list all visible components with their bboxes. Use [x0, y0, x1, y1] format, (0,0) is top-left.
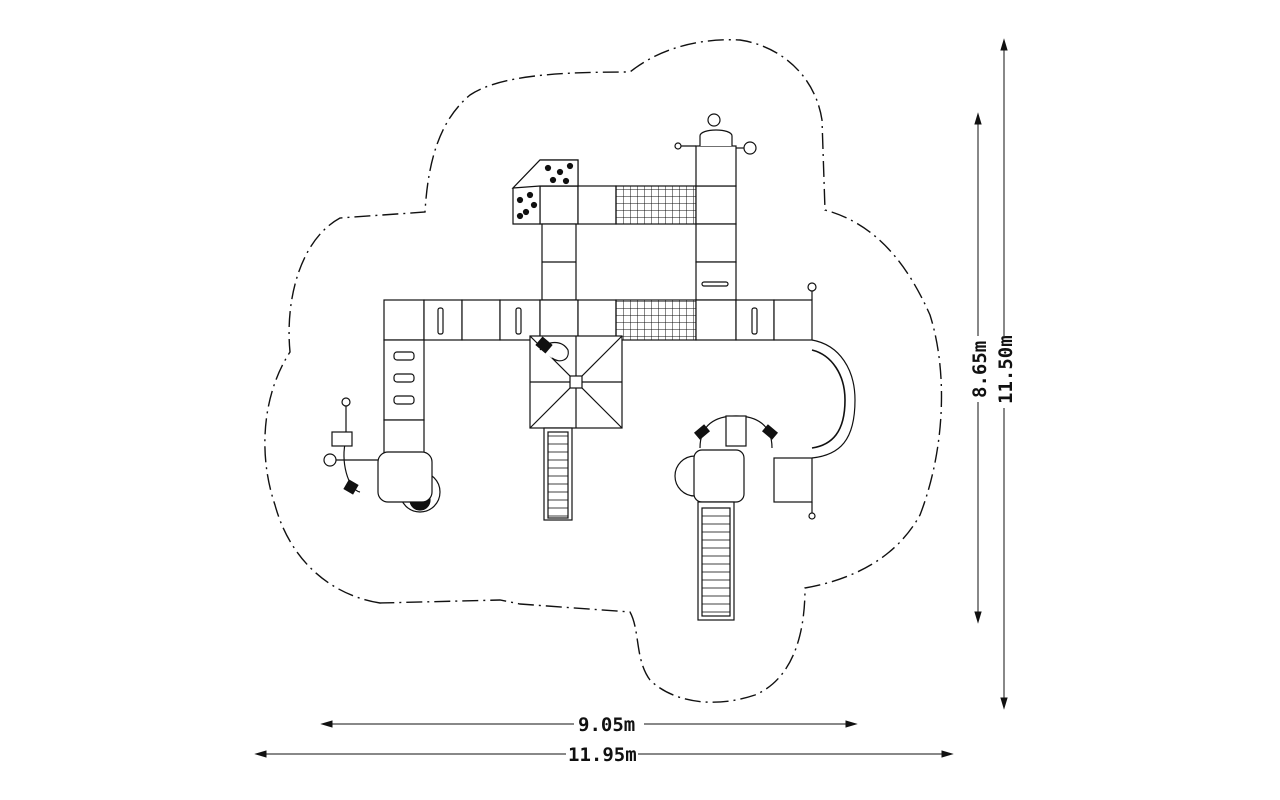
right-slide: [697, 501, 735, 621]
climbing-block: [511, 159, 579, 225]
curved-tunnel: [811, 339, 856, 459]
central-slide: [543, 427, 573, 521]
dimension-inner-width: [320, 720, 858, 728]
upper-walkway: [539, 185, 737, 225]
inner-height-label: 8.65m: [969, 341, 991, 398]
outer-width-label: 11.95m: [568, 744, 637, 766]
dimension-outer-width: [254, 750, 954, 758]
dimension-inner-height: [974, 112, 982, 624]
main-walkway: [383, 282, 817, 341]
vertical-connector-left: [541, 223, 577, 301]
outer-height-label: 11.50m: [995, 335, 1017, 404]
right-lower-deck: [674, 415, 816, 520]
left-ladder-section: [383, 339, 425, 455]
right-tower-column: [674, 113, 757, 301]
inner-width-label: 9.05m: [578, 714, 635, 736]
roofed-tower: [529, 335, 623, 429]
left-turret: [323, 397, 441, 513]
safety-zone-outline: [264, 39, 943, 703]
dimension-outer-height: [1000, 38, 1008, 710]
